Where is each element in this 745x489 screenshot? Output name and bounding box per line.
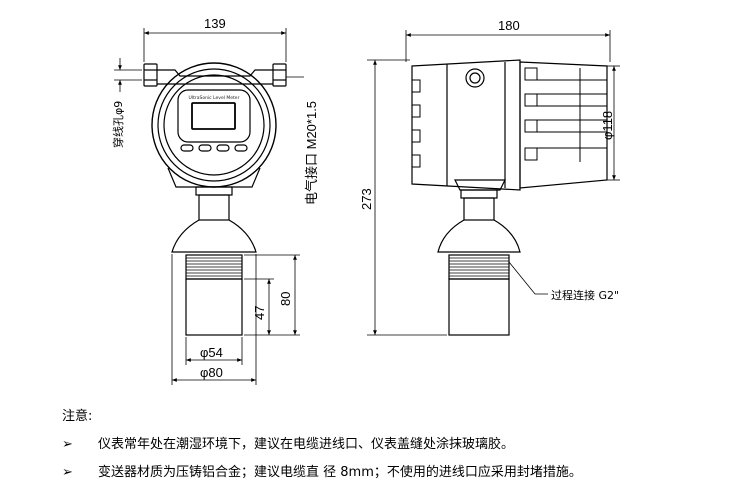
electrical-interface-label: 电气接口 M20*1.5 (304, 101, 319, 205)
panel-brand-text: UltraSonic Level Meter (189, 95, 240, 101)
total-height-label: 273 (359, 188, 374, 210)
notes-section: 注意: ➢ 仪表常年处在潮湿环境下，建议在电缆进线口、仪表盖缝处涂抹玻璃胶。 ➢ 变… (62, 403, 582, 487)
notes-title: 注意: (62, 409, 93, 424)
front-view (143, 62, 287, 336)
housing-diameter-label: φ118 (600, 111, 615, 140)
front-dimensions (114, 28, 304, 385)
sensor-diameter-outer-label: φ80 (200, 365, 223, 380)
note-item-1: ➢ 仪表常年处在潮湿环境下，建议在电缆进线口、仪表盖缝处涂抹玻璃胶。 (62, 431, 582, 459)
level-meter-drawing: UltraSonic Level Meter 139 穿线孔φ9 电气接口 M2… (111, 16, 620, 385)
sensor-height-b-label: 47 (252, 306, 267, 320)
note-text: 变送器材质为压铸铝合金；建议电缆直 径 8mm；不使用的进线口应采用封堵措施。 (98, 465, 582, 480)
cable-hole-label: 穿线孔φ9 (111, 101, 125, 148)
sensor-height-a-label: 80 (278, 292, 293, 306)
bullet-arrow-icon: ➢ (62, 437, 73, 452)
side-width-label: 180 (498, 18, 520, 33)
bullet-arrow-icon: ➢ (62, 465, 73, 480)
process-connection-label: 过程连接 G2" (551, 289, 619, 302)
front-width-label: 139 (204, 16, 226, 31)
note-text: 仪表常年处在潮湿环境下，建议在电缆进线口、仪表盖缝处涂抹玻璃胶。 (98, 437, 515, 452)
side-dimensions (367, 30, 620, 336)
side-view (411, 59, 608, 336)
note-item-2: ➢ 变送器材质为压铸铝合金；建议电缆直 径 8mm；不使用的进线口应采用封堵措施。 (62, 459, 582, 487)
sensor-diameter-inner-label: φ54 (200, 345, 223, 360)
